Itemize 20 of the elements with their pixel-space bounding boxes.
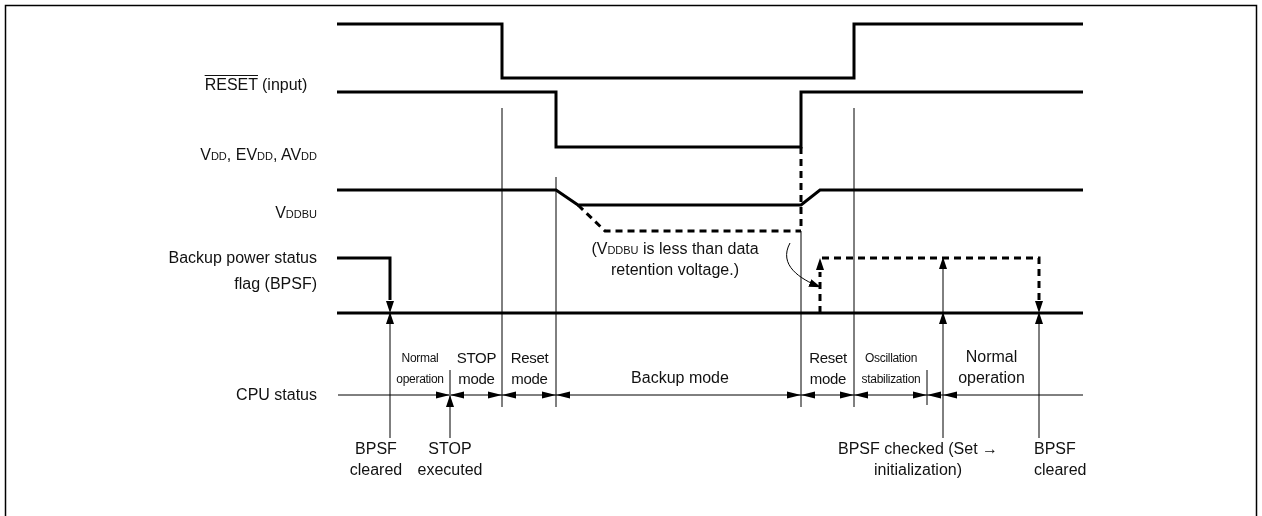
signal-label: (input) <box>262 75 309 95</box>
leader-line <box>786 242 821 288</box>
signal-label: RESET <box>203 75 258 95</box>
cpu-status-timeline <box>337 391 1084 399</box>
event-arrow <box>386 312 394 439</box>
phase-label: Backup mode <box>630 368 730 388</box>
phase-label: Reset mode <box>509 348 550 389</box>
phase-label: STOP mode <box>455 348 498 389</box>
signal-label: Backup power status flag (BPSF) <box>167 248 317 294</box>
flag-set-waveform <box>816 256 1043 313</box>
event-arrow <box>446 395 454 439</box>
phase-label: Reset mode <box>808 348 848 389</box>
flag-low-level <box>337 311 1083 315</box>
phase-label: Oscillation stabilization <box>860 350 922 388</box>
event-arrow <box>939 257 947 439</box>
signal-label: CPU status <box>235 385 317 405</box>
phase-label: Normal operation <box>957 347 1026 388</box>
phase-label: Normal operation <box>395 350 445 388</box>
event-label: BPSF cleared <box>1034 438 1114 480</box>
event-arrow <box>1035 312 1043 439</box>
